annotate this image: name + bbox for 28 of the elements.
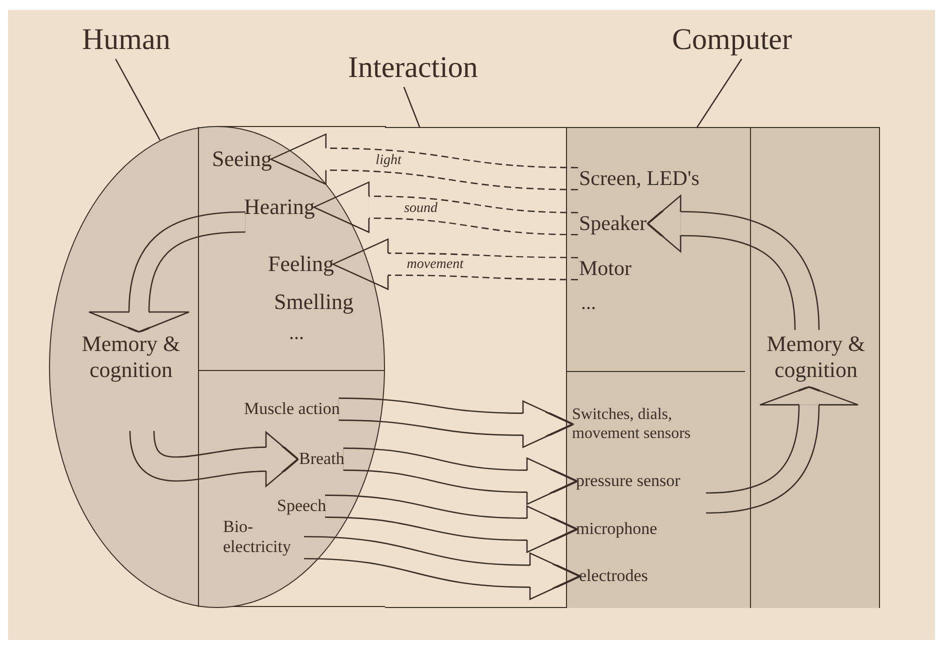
memory-label: Memory & cognition xyxy=(753,331,879,384)
output-label: Bio- electricity xyxy=(223,517,305,558)
device-label: Speaker xyxy=(579,211,647,236)
memory-panel xyxy=(750,128,879,608)
output-label: Breath xyxy=(299,449,344,470)
edge-label: light xyxy=(374,154,404,168)
sense-label: Smelling xyxy=(274,289,354,316)
leader-line xyxy=(403,86,420,128)
sense-label: Seeing xyxy=(212,146,272,172)
device-panel xyxy=(566,128,750,608)
sense-label: Hearing xyxy=(244,194,315,220)
leader-line xyxy=(115,58,160,140)
device-label: microphone xyxy=(576,519,658,540)
leader-line xyxy=(696,58,742,128)
sense-label: Feeling xyxy=(268,251,334,278)
device-label: pressure sensor xyxy=(576,471,680,492)
output-label: Muscle action xyxy=(244,399,340,420)
device-label: Screen, LED's xyxy=(579,166,700,192)
ellipsis-text: ... xyxy=(289,321,304,345)
heading-label: Interaction xyxy=(348,50,478,86)
memory-label: Memory & cognition xyxy=(63,331,199,384)
device-label: Motor xyxy=(579,256,632,282)
heading-label: Human xyxy=(82,22,170,58)
heading-label: Computer xyxy=(672,22,792,58)
device-label: electrodes xyxy=(579,566,648,586)
ellipsis-text: ... xyxy=(581,291,596,315)
device-label: Switches, dials, movement sensors xyxy=(572,405,722,444)
output-label: Speech xyxy=(277,496,326,516)
